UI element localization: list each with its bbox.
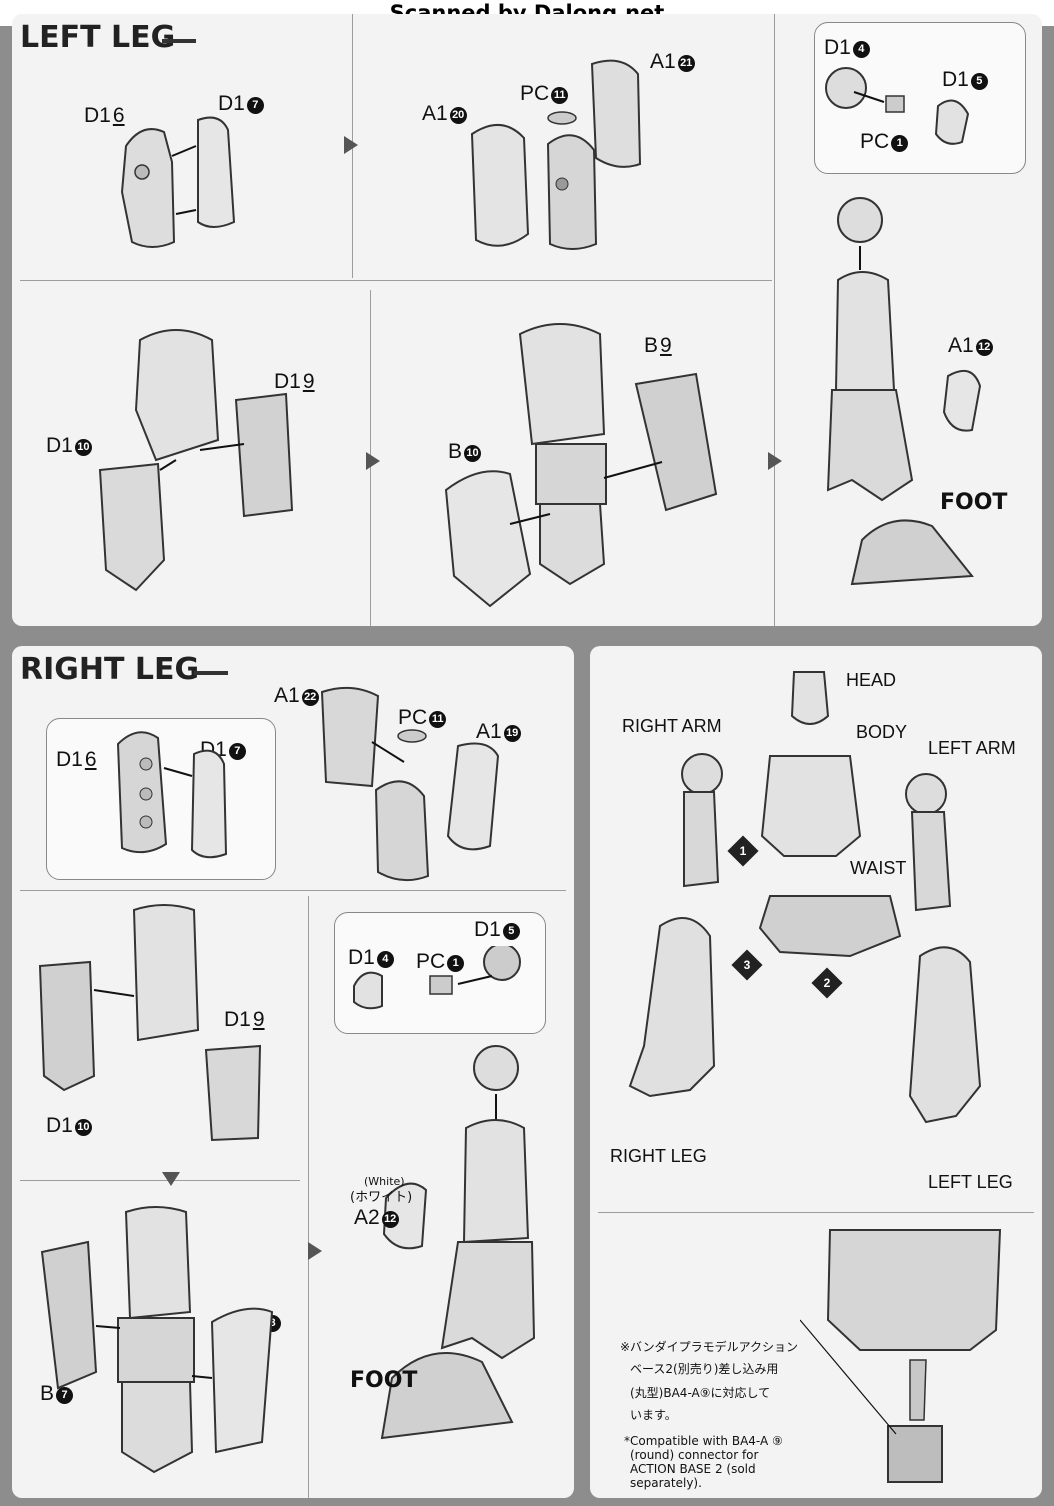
step-arrow [366,452,380,470]
compat-note-jp-line4: います。 [630,1408,677,1422]
lower-leg-halves-diagram [116,731,228,859]
left-leg-assembled-diagram [826,197,982,586]
knee-assembly-diagram [320,686,500,882]
thigh-assembly-diagram [38,904,262,1142]
step-arrow [162,1172,180,1186]
compat-note-jp-line3: (丸型)BA4-A⑨に対応して [630,1386,771,1400]
lower-leg-armor-diagram [40,1206,274,1474]
compat-note-en-line2: (round) connector for [630,1448,759,1462]
label-left-arm: LEFT ARM [928,738,1016,758]
label-right-leg: RIGHT LEG [610,1146,707,1166]
right-leg-assembled-diagram [380,1045,536,1440]
label-b-9: B9 [644,334,672,357]
compat-note-jp-line2: ベース2(別売り)差し込み用 [630,1362,779,1376]
label-d1-9: D19 [224,1008,265,1031]
full-assembly-diagram [628,671,982,1124]
step-arrow [768,452,782,470]
right-leg-title: RIGHT LEG [20,652,200,687]
step-badge-3: 3 [731,949,763,981]
label-waist: WAIST [850,858,907,878]
label-foot: FOOT [940,490,1008,515]
left-leg-title: LEFT LEG [20,20,176,55]
assembly-panel: HEAD RIGHT ARM BODY LEFT ARM WAIST RIGHT… [590,646,1042,1498]
label-white-jp: (ホワイト) [350,1190,413,1205]
label-left-leg: LEFT LEG [928,1172,1013,1192]
compat-note-en-line1: *Compatible with BA4-A ⑨ [624,1434,783,1448]
compat-note-en-line3: ACTION BASE 2 (sold [630,1462,756,1476]
step-arrow [308,1242,322,1260]
thigh-assembly-diagram [98,329,294,592]
hip-ball-diagram [825,67,970,145]
label-d1-9: D19 [274,370,315,393]
title-underline [194,671,228,675]
label-head: HEAD [846,670,897,690]
lower-leg-armor-diagram [444,323,718,608]
step-badge-2: 2 [811,967,843,999]
label-d1-6: D16 [56,748,97,771]
lower-leg-halves-diagram [120,116,236,248]
connector-diagram [800,1229,1002,1483]
compat-note-jp-line1: ※バンダイプラモデルアクション [620,1340,799,1354]
label-body: BODY [856,722,908,742]
knee-assembly-diagram [470,59,642,250]
label-white-en: (White) [364,1175,405,1188]
title-underline [162,39,196,43]
hip-ball-diagram [353,946,521,1010]
label-d1-6: D16 [84,104,125,127]
step-badge-1: 1 [727,835,759,867]
label-foot: FOOT [350,1368,418,1393]
compat-note-en-line4: separately). [630,1476,702,1490]
step-arrow [344,136,358,154]
label-right-arm: RIGHT ARM [622,716,722,736]
